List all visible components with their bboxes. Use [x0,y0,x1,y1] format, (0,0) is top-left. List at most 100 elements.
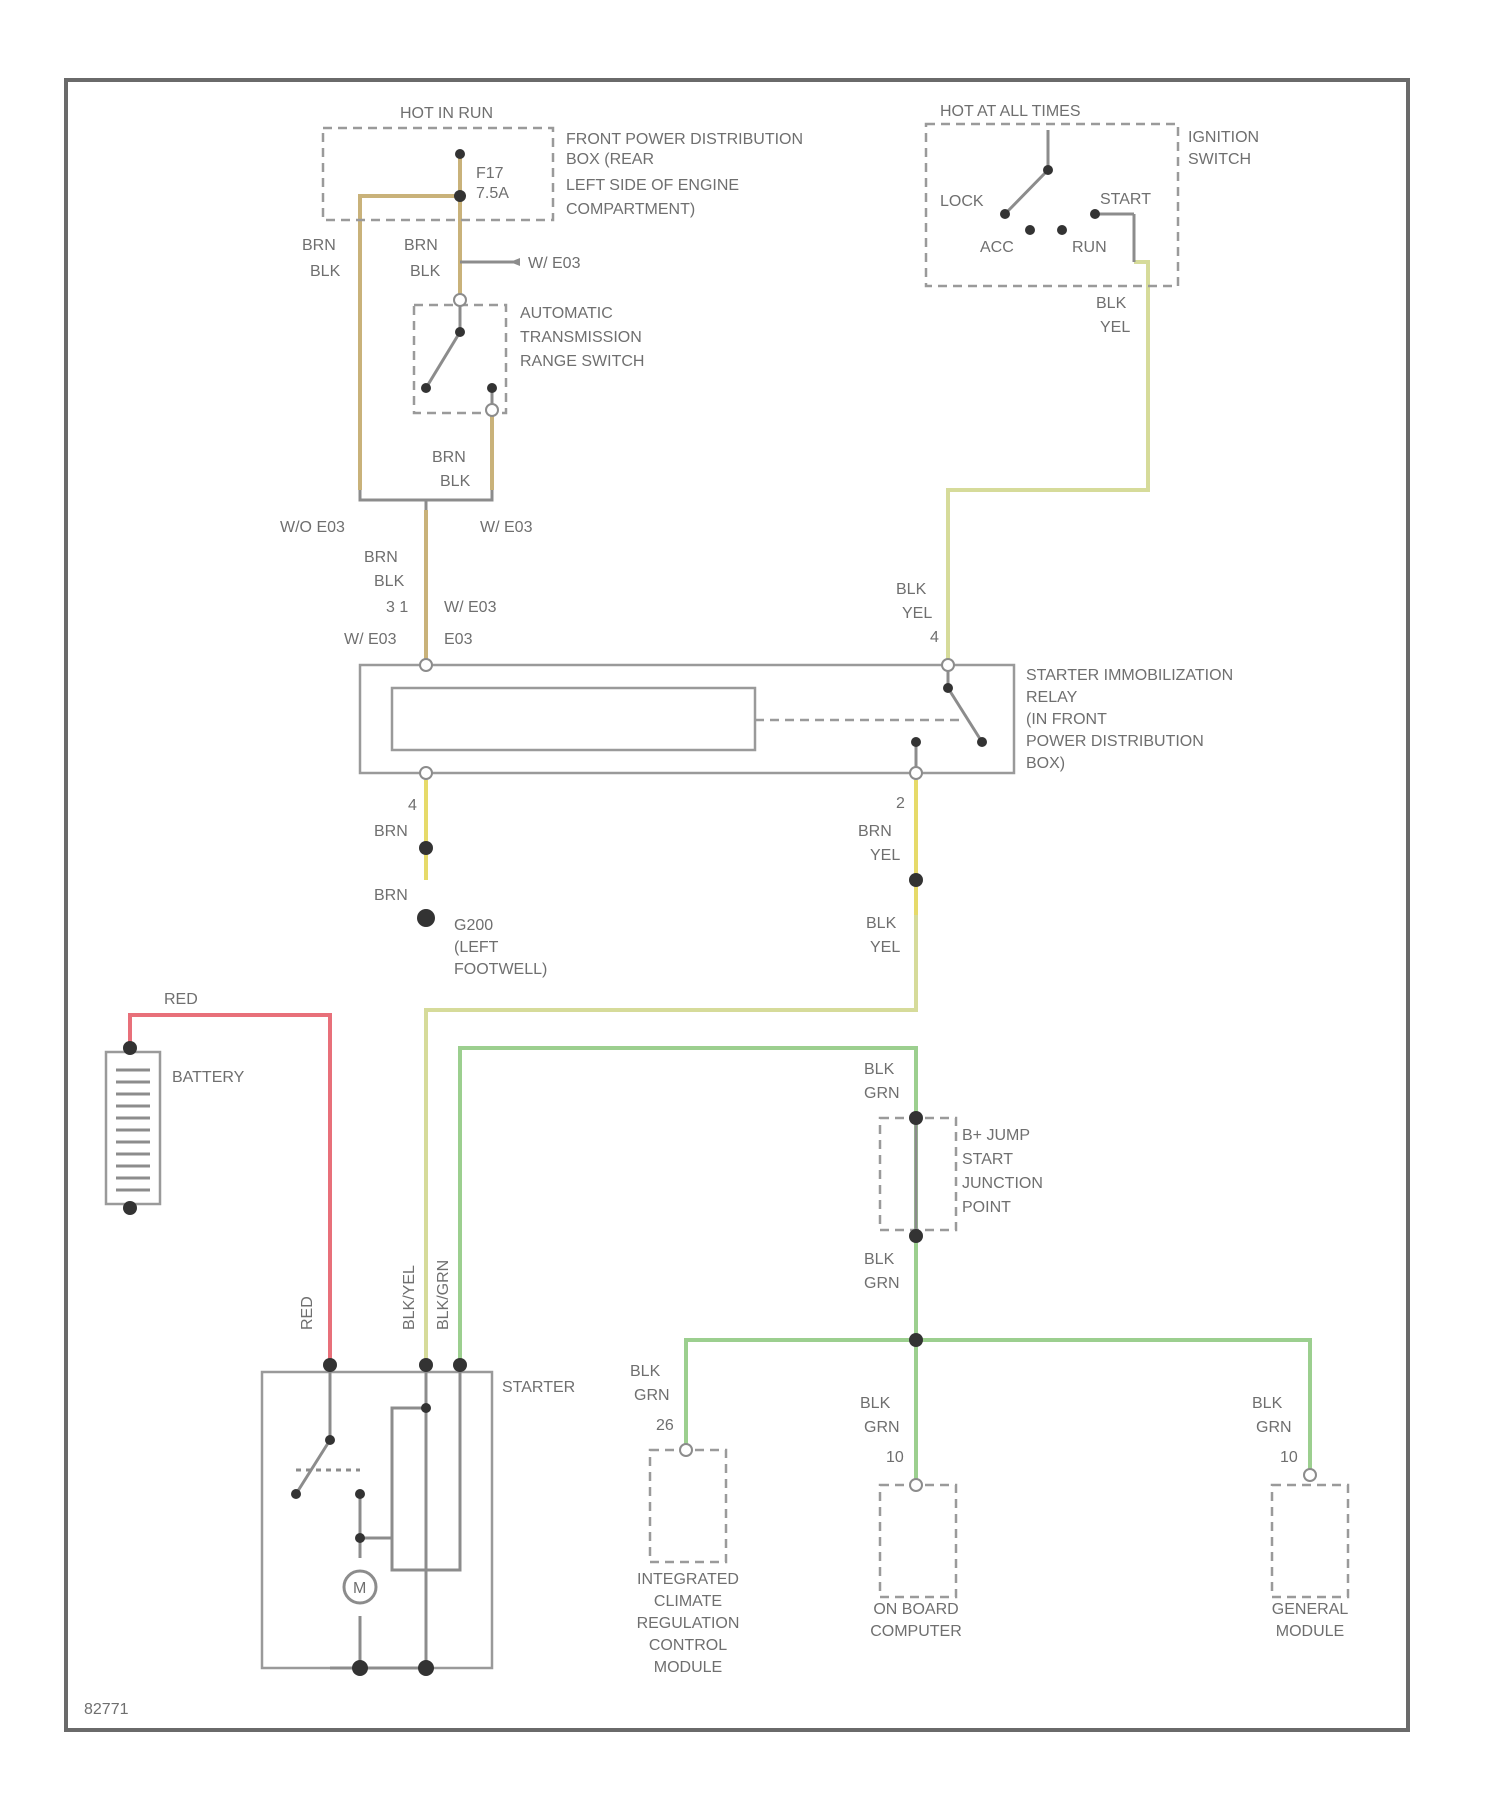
wire-code-brn-3: BRN [432,449,466,466]
brn-yel-wires [426,780,916,915]
wire-blk-grn-bus [686,1340,1310,1475]
relay-label-5: BOX) [1026,755,1065,772]
wire-code-yel-5: YEL [902,605,932,622]
starter-outline [262,1372,492,1668]
switch-contacts [296,130,1134,1668]
wire-code-blk-12: BLK [630,1363,661,1380]
blk-yel-vertical-label: BLK/YEL [401,1265,418,1330]
battery-label: BATTERY [172,1069,245,1086]
wire-code-blk-13: BLK [860,1395,891,1412]
pin-4-ground-label: 4 [408,797,417,814]
wire-code-blk-4: BLK [374,573,405,590]
fuse-amp-label: 7.5A [476,185,509,202]
wo-e03-label: W/O E03 [280,519,345,536]
pin-26-label: 26 [656,1417,674,1434]
icrc-label-3: REGULATION [637,1615,740,1632]
ignition-switch-label-2: SWITCH [1188,151,1251,168]
wire-code-yel-8: YEL [870,847,900,864]
wire-code-blk-9: BLK [866,915,897,932]
blk-grn-vertical-label: BLK/GRN [435,1260,452,1330]
icrc-module-outline [650,1450,726,1562]
hot-in-run-label: HOT IN RUN [400,105,493,122]
red-wire-label: RED [164,991,198,1008]
ign-start-label: START [1100,191,1151,208]
wire-code-brn-4: BRN [364,549,398,566]
ignition-switch-label-1: IGNITION [1188,129,1259,146]
battery-body [106,1052,160,1204]
jump-point-label-3: JUNCTION [962,1175,1043,1192]
ign-acc-label: ACC [980,239,1014,256]
diagram-frame [66,80,1408,1730]
wire-code-brn-1: BRN [302,237,336,254]
wire-code-blk-1: BLK [310,263,341,280]
wire-code-blk-10: BLK [864,1061,895,1078]
wire-code-brn-2: BRN [404,237,438,254]
pin-10-obc-label: 10 [886,1449,904,1466]
icrc-label-4: CONTROL [649,1637,727,1654]
wire-code-blk-2: BLK [410,263,441,280]
pin-2-label: 2 [896,795,905,812]
relay-label-3: (IN FRONT [1026,711,1107,728]
icrc-label-1: INTEGRATED [637,1571,739,1588]
gm-label-2: MODULE [1276,1623,1344,1640]
wire-code-blk-11: BLK [864,1251,895,1268]
icrc-label-2: CLIMATE [654,1593,722,1610]
wire-code-yel-9: YEL [870,939,900,956]
fuse-box-outline [323,128,553,220]
obc-module-outline [880,1485,956,1597]
fuse-box-label-2: BOX (REAR [566,151,654,168]
ign-lock-label: LOCK [940,193,984,210]
pin-10-gm-label: 10 [1280,1449,1298,1466]
jump-point-label-1: B+ JUMP [962,1127,1030,1144]
jump-point-label-2: START [962,1151,1013,1168]
junction-dots [123,149,1100,1676]
battery-cells [116,1070,150,1190]
jump-point-label-4: POINT [962,1199,1011,1216]
pins-3-1-label: 3 1 [386,599,408,616]
fuse-id-label: F17 [476,165,504,182]
fuse-box-label-3: LEFT SIDE OF ENGINE [566,177,739,194]
e03-label: E03 [444,631,473,648]
connector-pins [420,294,1316,1491]
relay-coil [392,688,755,750]
obc-label-2: COMPUTER [870,1623,962,1640]
wire-code-blk-14: BLK [1252,1395,1283,1412]
wire-blk-grn-main [460,1048,916,1365]
wire-code-blk-5: BLK [896,581,927,598]
ground-label-3: FOOTWELL) [454,961,547,978]
fuse-box-label-1: FRONT POWER DISTRIBUTION [566,131,803,148]
relay-label-1: STARTER IMMOBILIZATION [1026,667,1233,684]
ign-run-label: RUN [1072,239,1107,256]
starter-label: STARTER [502,1379,575,1396]
wire-code-yel-ign: YEL [1100,319,1130,336]
ground-label-2: (LEFT [454,939,499,956]
gm-label-1: GENERAL [1272,1601,1349,1618]
wire-code-grn-11: GRN [864,1275,900,1292]
wire-blk-yel-starter [426,915,916,1365]
w-e03-lower-label: W/ E03 [444,599,497,616]
w-e03-right-label: W/ E03 [480,519,533,536]
wire-code-brn-7: BRN [374,887,408,904]
pin-4-relay-label: 4 [930,629,939,646]
blk-yel-wires [426,262,1148,1365]
trans-switch-label-2: TRANSMISSION [520,329,642,346]
w-e03-left-label: W/ E03 [344,631,397,648]
wire-code-blk-ign: BLK [1096,295,1127,312]
wire-code-brn-6: BRN [374,823,408,840]
hot-at-all-times-label: HOT AT ALL TIMES [940,103,1081,120]
trans-switch-label-1: AUTOMATIC [520,305,613,322]
arrow-icon [510,258,520,266]
trans-switch-label-3: RANGE SWITCH [520,353,644,370]
motor-icon: M [353,1580,366,1597]
wire-code-brn-8: BRN [858,823,892,840]
fuse-box-label-4: COMPARTMENT) [566,201,695,218]
relay-label-4: POWER DISTRIBUTION [1026,733,1204,750]
wire-code-grn-12: GRN [634,1387,670,1404]
icrc-label-5: MODULE [654,1659,722,1676]
relay-label-2: RELAY [1026,689,1078,706]
wire-code-grn-14: GRN [1256,1419,1292,1436]
ground-label-1: G200 [454,917,493,934]
obc-label-1: ON BOARD [873,1601,958,1618]
w-e03-top-label: W/ E03 [528,255,581,272]
wire-code-grn-10: GRN [864,1085,900,1102]
